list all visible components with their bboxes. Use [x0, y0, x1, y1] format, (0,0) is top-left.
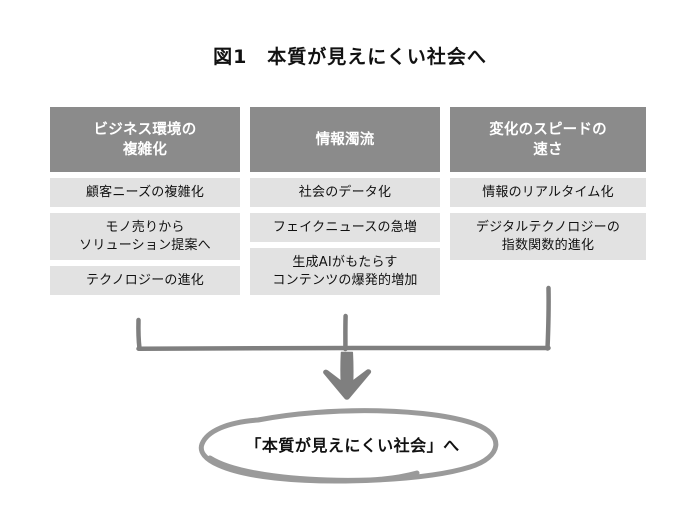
ellipse-main-loop — [198, 408, 499, 484]
ellipse-overshoot-tail — [207, 455, 420, 483]
category-columns: ビジネス環境の 複雑化 顧客ニーズの複雑化 モノ売りから ソリューション提案へ … — [50, 107, 646, 322]
column-header-business-complexity: ビジネス環境の 複雑化 — [50, 107, 240, 172]
column-item: 顧客ニーズの複雑化 — [50, 178, 240, 207]
column-item: モノ売りから ソリューション提案へ — [50, 213, 240, 260]
column-item: 情報のリアルタイム化 — [450, 178, 646, 207]
category-column-speed-of-change: 変化のスピードの 速さ 情報のリアルタイム化 デジタルテクノロジーの 指数関数的… — [450, 107, 646, 266]
column-header-speed-of-change: 変化のスピードの 速さ — [450, 107, 646, 172]
figure-title: 図1 本質が見えにくい社会へ — [213, 46, 487, 68]
category-column-business-complexity: ビジネス環境の 複雑化 顧客ニーズの複雑化 モノ売りから ソリューション提案へ … — [50, 107, 240, 301]
connector-rail — [136, 345, 551, 351]
conclusion-callout: 「本質が見えにくい社会」へ — [180, 402, 525, 502]
column-item: フェイクニュースの急増 — [250, 213, 440, 242]
category-column-information-torrent: 情報濁流 社会のデータ化 フェイクニュースの急増 生成AIがもたらす コンテンツ… — [250, 107, 440, 301]
hand-drawn-ellipse — [198, 408, 499, 484]
column-item: テクノロジーの進化 — [50, 266, 240, 295]
conclusion-label: 「本質が見えにくい社会」へ — [245, 436, 460, 455]
column-header-information-torrent: 情報濁流 — [250, 107, 440, 172]
column-item: デジタルテクノロジーの 指数関数的進化 — [450, 213, 646, 260]
connector-left-branch — [136, 317, 142, 351]
down-arrow-icon — [323, 351, 372, 400]
column-item: 社会のデータ化 — [250, 178, 440, 207]
column-item: 生成AIがもたらす コンテンツの爆発的増加 — [250, 248, 440, 295]
